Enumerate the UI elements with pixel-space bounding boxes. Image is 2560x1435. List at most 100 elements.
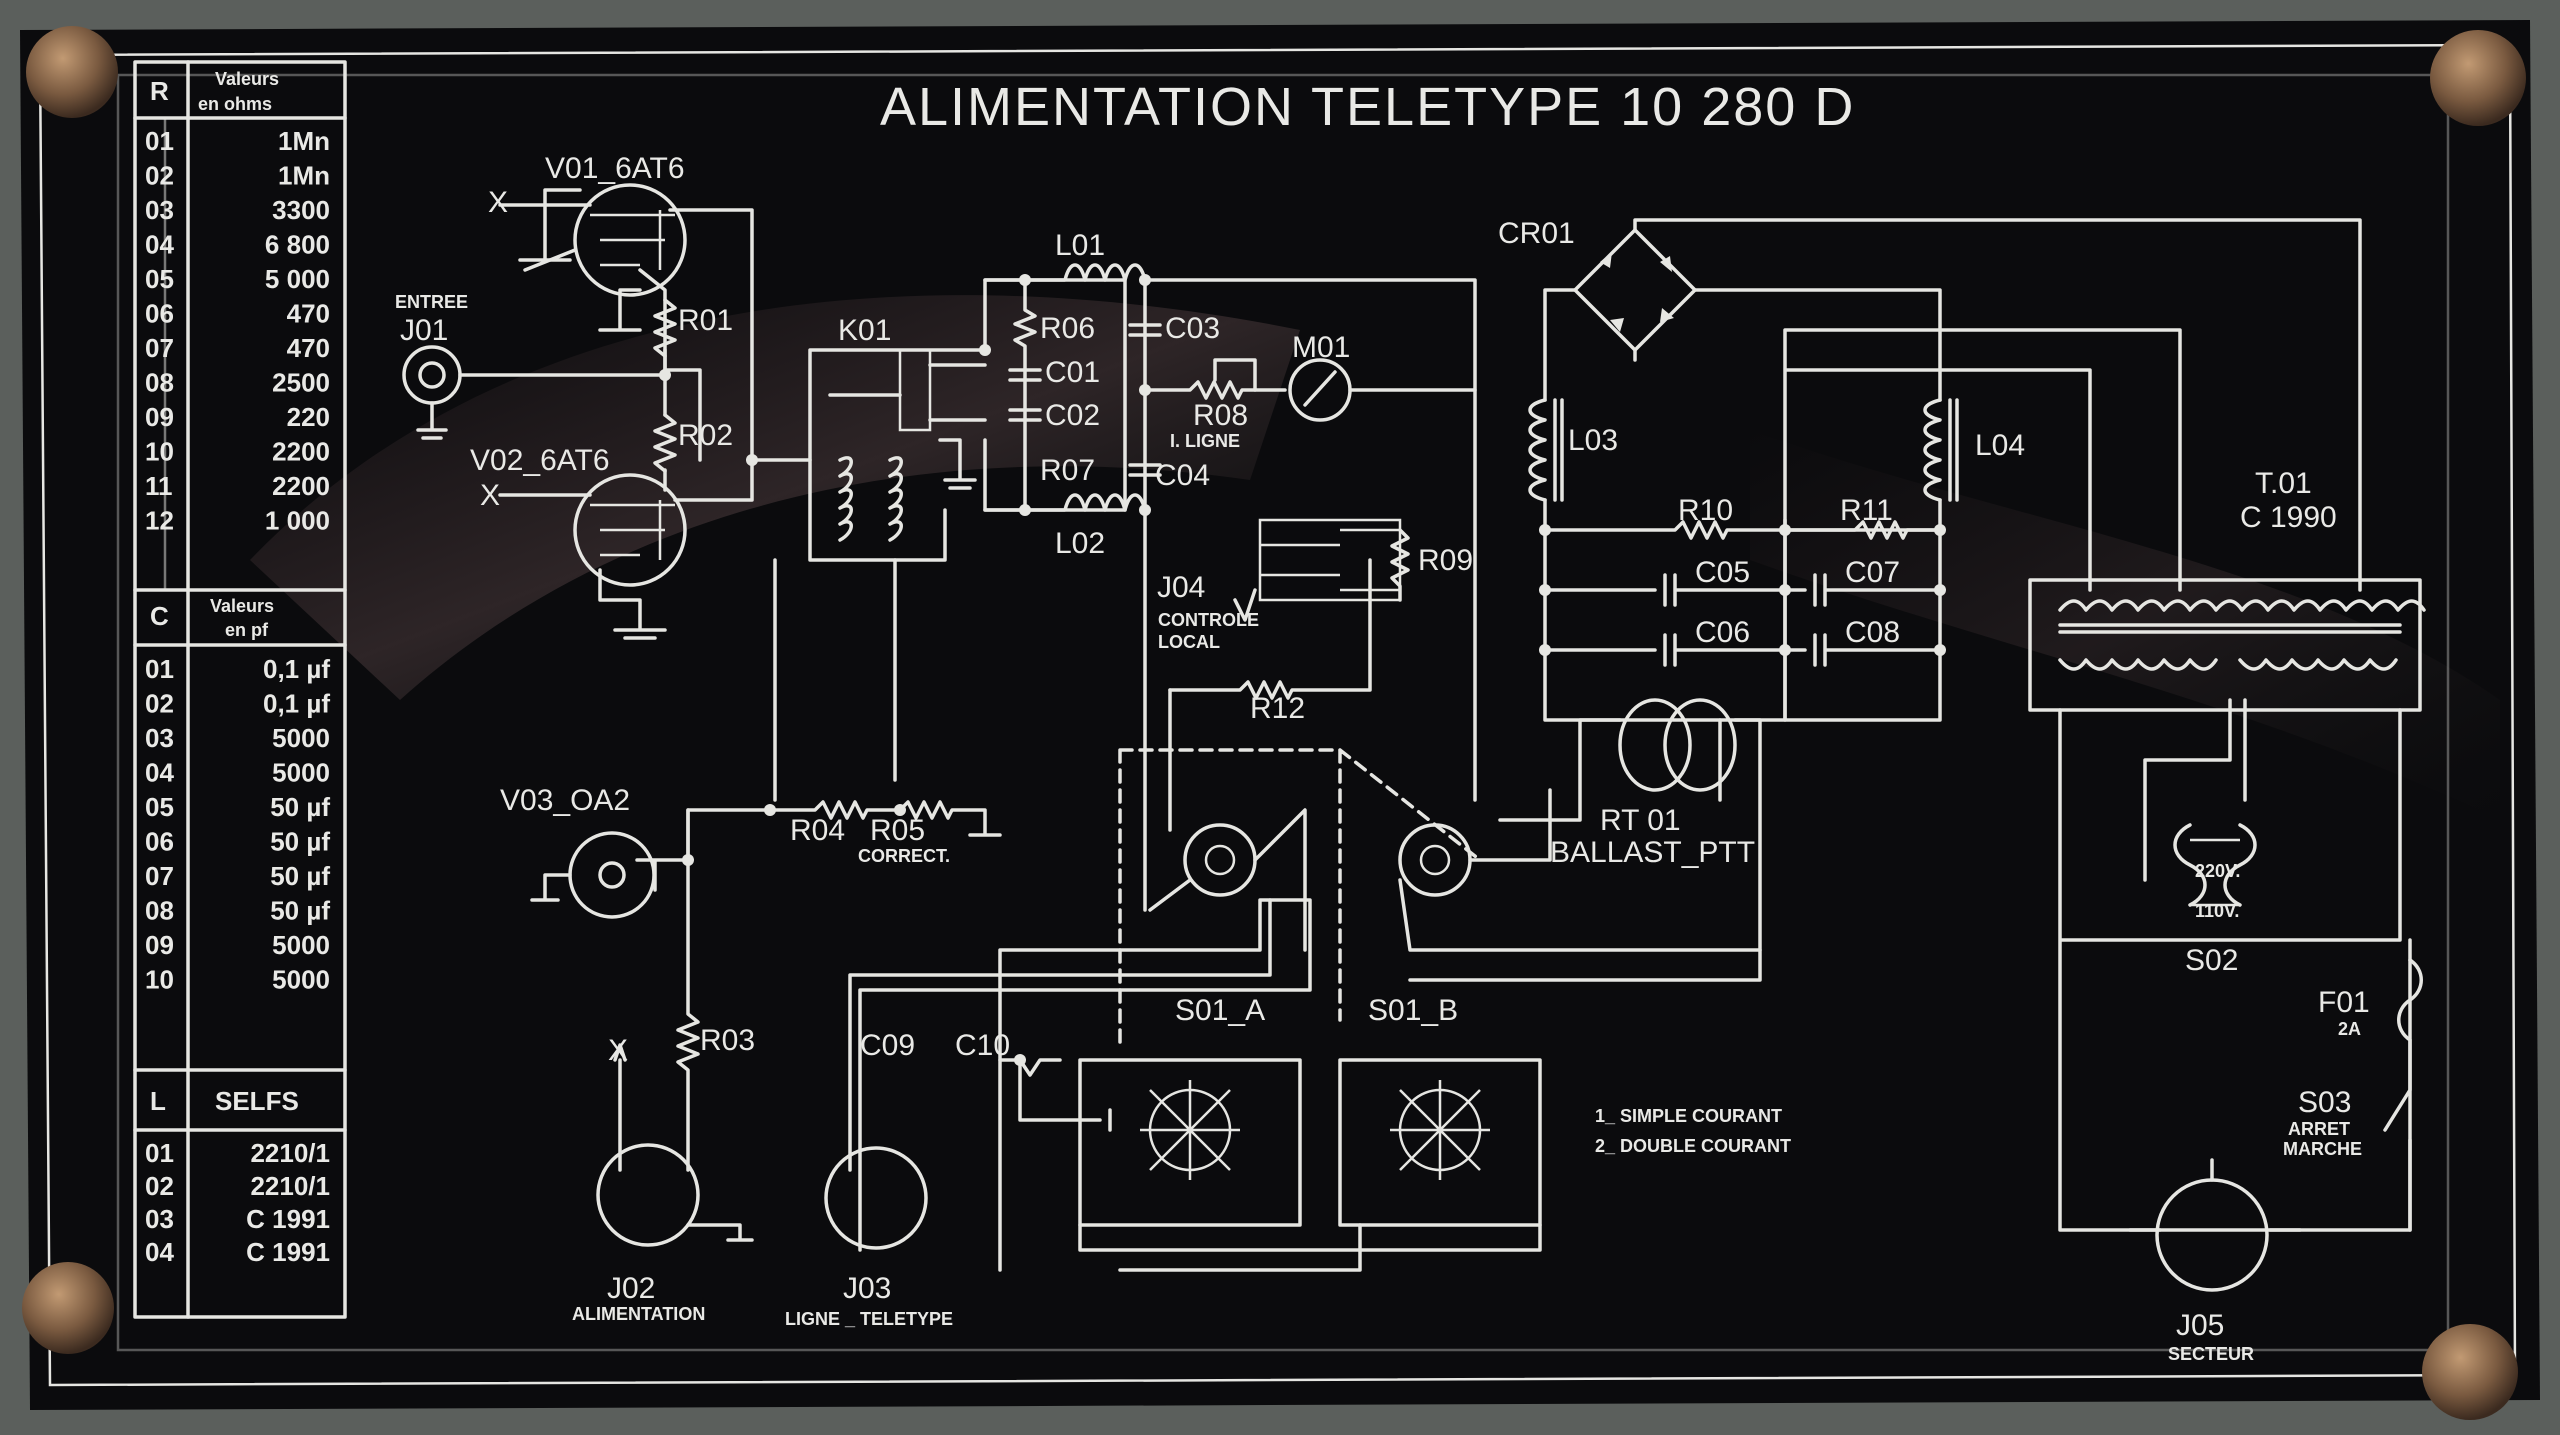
inductor-ref-04: 04 (145, 1237, 174, 1267)
label-l02: L02 (1055, 527, 1105, 560)
resistor-value-09: 220 (287, 402, 330, 432)
label-t01: T.01 (2255, 467, 2312, 500)
inductor-ref-03: 03 (145, 1204, 174, 1234)
label-r01: R01 (678, 304, 733, 337)
s01b-rotary-switch (1338, 1058, 1542, 1227)
label-r09: R09 (1418, 544, 1473, 577)
resistor-value-07: 470 (287, 333, 330, 363)
label-220v: 220V. (2195, 861, 2240, 881)
label-s01b: S01_B (1368, 994, 1458, 1027)
label-f01-rating: 2A (2338, 1019, 2361, 1039)
label-s03: S03 (2298, 1086, 2351, 1119)
label-k01: K01 (838, 314, 891, 347)
label-r12: R12 (1250, 692, 1305, 725)
l-table-header-ref: L (150, 1086, 166, 1116)
capacitor-value-08: 50 µf (270, 896, 330, 926)
label-l03: L03 (1568, 424, 1618, 457)
label-j04: J04 (1157, 571, 1205, 604)
plate-glare (250, 295, 1300, 700)
capacitor-value-09: 5000 (272, 930, 330, 960)
capacitor-value-04: 5000 (272, 758, 330, 788)
capacitor-value-02: 0,1 µf (263, 689, 330, 719)
label-c10: C10 (955, 1029, 1010, 1062)
label-iligne: I. LIGNE (1170, 431, 1240, 451)
label-x-j02: X (608, 1034, 628, 1067)
label-c03: C03 (1165, 312, 1220, 345)
resistor-value-04: 6 800 (265, 230, 330, 260)
schematic-labels: V01_6AT6 V02_6AT6 V03_OA2 X X X ENTREE J… (395, 152, 2370, 1364)
label-r05: R05 (870, 814, 925, 847)
resistor-value-12: 1 000 (265, 506, 330, 536)
resistor-ref-03: 03 (145, 195, 174, 225)
label-arret: ARRET (2288, 1119, 2350, 1139)
rivet-bottom-left (22, 1262, 114, 1354)
label-r10: R10 (1678, 494, 1733, 527)
label-alimentation: ALIMENTATION (572, 1304, 705, 1324)
resistor-ref-08: 08 (145, 368, 174, 398)
r-table-header-ref: R (150, 76, 169, 106)
label-m01: M01 (1292, 331, 1350, 364)
capacitor-ref-10: 10 (145, 965, 174, 995)
c-table-header-line2: en pf (225, 620, 269, 640)
label-l01: L01 (1055, 229, 1105, 262)
resistor-ref-02: 02 (145, 161, 174, 191)
r-table-header-line1: Valeurs (215, 69, 279, 89)
label-marche: MARCHE (2283, 1139, 2362, 1159)
resistor-value-05: 5 000 (265, 264, 330, 294)
resistor-value-02: 1Mn (278, 161, 330, 191)
capacitor-ref-08: 08 (145, 896, 174, 926)
label-ballast: BALLAST_PTT (1550, 836, 1755, 869)
capacitor-ref-01: 01 (145, 654, 174, 684)
l-table-header-value: SELFS (215, 1086, 299, 1116)
r-table-header-line2: en ohms (198, 94, 272, 114)
label-c07: C07 (1845, 556, 1900, 589)
resistor-value-10: 2200 (272, 437, 330, 467)
resistor-value-08: 2500 (272, 368, 330, 398)
label-x-v01: X (488, 186, 508, 219)
rivet-bottom-right (2422, 1324, 2518, 1420)
capacitor-value-03: 5000 (272, 723, 330, 753)
s01a-rotary-switch (1078, 1058, 1302, 1227)
label-s02: S02 (2185, 944, 2238, 977)
inductor-value-04: C 1991 (246, 1237, 330, 1267)
capacitor-ref-04: 04 (145, 758, 174, 788)
resistor-ref-07: 07 (145, 333, 174, 363)
plate-title: ALIMENTATION TELETYPE 10 280 D (880, 77, 1855, 137)
rivet-top-left (26, 26, 118, 118)
resistor-ref-06: 06 (145, 299, 174, 329)
label-c1990: C 1990 (2240, 501, 2337, 534)
resistor-value-06: 470 (287, 299, 330, 329)
label-mode-2: 2_ DOUBLE COURANT (1595, 1136, 1791, 1156)
rivet-top-right (2430, 30, 2526, 126)
label-j02: J02 (607, 1272, 655, 1305)
junction-dots (659, 274, 1946, 1066)
label-correct: CORRECT. (858, 846, 950, 866)
resistor-ref-12: 12 (145, 506, 174, 536)
capacitor-value-06: 50 µf (270, 827, 330, 857)
label-mode-1: 1_ SIMPLE COURANT (1595, 1106, 1782, 1126)
inductor-ref-02: 02 (145, 1171, 174, 1201)
label-r08: R08 (1193, 399, 1248, 432)
resistor-ref-11: 11 (145, 471, 173, 501)
resistor-ref-01: 01 (145, 126, 174, 156)
c-table-header-line1: Valeurs (210, 596, 274, 616)
capacitor-ref-03: 03 (145, 723, 174, 753)
inductor-value-02: 2210/1 (250, 1171, 330, 1201)
label-v02: V02_6AT6 (470, 444, 610, 477)
label-local: LOCAL (1158, 632, 1220, 652)
resistor-ref-04: 04 (145, 230, 174, 260)
label-rt01: RT 01 (1600, 804, 1681, 837)
label-r07: R07 (1040, 454, 1095, 487)
capacitor-value-01: 0,1 µf (263, 654, 330, 684)
capacitor-ref-07: 07 (145, 861, 174, 891)
label-controle: CONTROLE (1158, 610, 1259, 630)
label-c06: C06 (1695, 616, 1750, 649)
label-r04: R04 (790, 814, 845, 847)
capacitor-ref-09: 09 (145, 930, 174, 960)
label-110v: 110V. (2195, 901, 2239, 921)
label-l04: L04 (1975, 429, 2025, 462)
resistor-value-01: 1Mn (278, 126, 330, 156)
